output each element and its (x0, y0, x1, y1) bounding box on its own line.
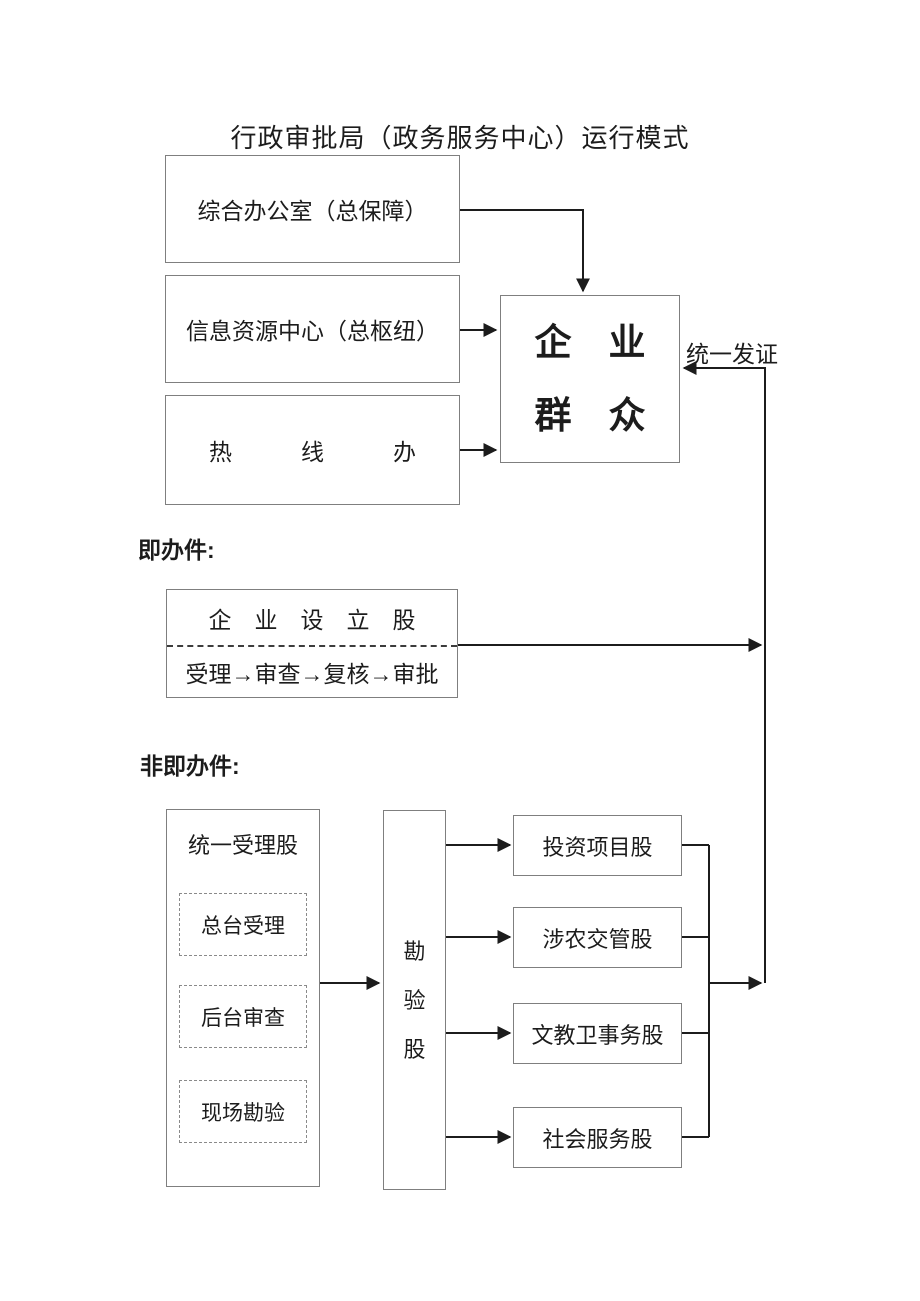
agriculture-traffic-label: 涉农交管股 (542, 926, 653, 952)
on-site-inspection-label: 现场勘验 (201, 1100, 285, 1125)
office-box: 综合办公室（总保障） (165, 155, 460, 263)
info-center-box: 信息资源中心（总枢纽） (165, 275, 460, 383)
enterprise-public-box: 企 业 群 众 (500, 295, 680, 463)
public-label: 群 众 (534, 395, 646, 436)
enterprise-setup-title: 企 业 设 立 股 (208, 607, 416, 633)
on-site-inspection-box: 现场勘验 (179, 1080, 307, 1143)
office-box-label: 综合办公室（总保障） (197, 199, 428, 224)
social-service-box: 社会服务股 (513, 1107, 682, 1168)
hotline-box-label: 热 线 办 (209, 440, 416, 465)
back-office-review-label: 后台审查 (201, 1005, 285, 1030)
agriculture-traffic-box: 涉农交管股 (513, 907, 682, 968)
front-desk-acceptance-box: 总台受理 (179, 893, 307, 956)
front-desk-acceptance-label: 总台受理 (201, 913, 285, 938)
unified-acceptance-title: 统一受理股 (187, 833, 298, 858)
info-center-box-label: 信息资源中心（总枢纽） (186, 319, 439, 344)
culture-education-health-box: 文教卫事务股 (513, 1003, 682, 1064)
hotline-box: 热 线 办 (165, 395, 460, 505)
enterprise-label: 企 业 (534, 322, 646, 363)
enterprise-setup-flow: 受理→审查→复核→审批 (185, 662, 439, 687)
immediate-section-label: 即办件: (138, 537, 215, 563)
non-immediate-section-label: 非即办件: (140, 753, 240, 779)
back-office-review-box: 后台审查 (179, 985, 307, 1048)
investment-project-label: 投资项目股 (542, 834, 653, 860)
enterprise-setup-box: 企 业 设 立 股 受理→审查→复核→审批 (166, 589, 458, 698)
enterprise-setup-flow-row: 受理→审查→复核→审批 (167, 647, 457, 697)
unified-certification-label: 统一发证 (686, 342, 778, 367)
enterprise-setup-title-row: 企 业 设 立 股 (167, 590, 457, 647)
diagram-title: 行政审批局（政务服务中心）运行模式 (230, 124, 690, 153)
culture-education-health-label: 文教卫事务股 (531, 1022, 664, 1048)
social-service-label: 社会服务股 (542, 1126, 653, 1152)
connector-office-to-center (460, 209, 590, 293)
connector-dept-bracket (682, 844, 710, 1138)
investment-project-box: 投资项目股 (513, 815, 682, 876)
inspection-section-box: 勘 验 股 (383, 810, 446, 1190)
